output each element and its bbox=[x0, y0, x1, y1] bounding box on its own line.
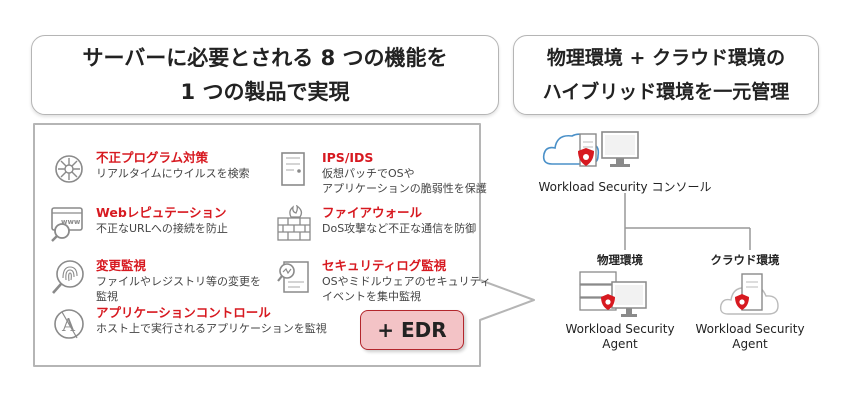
feature-desc: DoS攻撃など不正な通信を防御 bbox=[322, 222, 477, 235]
agent-physical-label: Workload Security Agent bbox=[555, 322, 685, 352]
server-rack-icon bbox=[579, 271, 617, 311]
log-monitor-icon bbox=[277, 261, 309, 293]
feature-title: 変更監視 bbox=[96, 258, 147, 273]
monitor-icon bbox=[611, 281, 647, 317]
headline-left-line1: サーバーに必要とされる 8 つの機能を bbox=[82, 46, 448, 70]
console-label: Workload Security コンソール bbox=[538, 180, 712, 194]
headline-left-box: サーバーに必要とされる 8 つの機能を 1 つの製品で実現 bbox=[31, 35, 499, 115]
console-illustration bbox=[542, 131, 639, 167]
door-icon bbox=[281, 152, 305, 186]
agent-physical-line2: Agent bbox=[602, 337, 638, 351]
headline-left-line2: 1 つの製品で実現 bbox=[180, 80, 350, 104]
headline-right-line1: 物理環境 + クラウド環境の bbox=[546, 47, 786, 69]
env-cloud-label: クラウド環境 bbox=[710, 253, 780, 267]
agent-physical-line1: Workload Security bbox=[565, 322, 675, 336]
shield-icon bbox=[601, 294, 615, 310]
edr-badge: + EDR bbox=[360, 310, 464, 350]
cloud-agent-illustration bbox=[719, 273, 779, 315]
agent-cloud-line2: Agent bbox=[732, 337, 768, 351]
virus-icon bbox=[55, 155, 83, 183]
feature-title: Webレピュテーション bbox=[96, 205, 227, 220]
feature-desc-line2: アプリケーションの脆弱性を保護 bbox=[322, 182, 487, 195]
fingerprint-magnifier-icon bbox=[52, 260, 84, 294]
feature-desc: 仮想パッチでOSや bbox=[322, 167, 415, 180]
web-magnifier-icon: www bbox=[51, 207, 83, 242]
env-physical-label: 物理環境 bbox=[597, 253, 643, 267]
feature-title: ファイアウォール bbox=[322, 205, 423, 220]
feature-desc: リアルタイムにウイルスを検索 bbox=[96, 167, 250, 180]
monitor-icon bbox=[601, 131, 639, 167]
feature-desc: OSやミドルウェアのセキュリティ bbox=[322, 275, 491, 288]
physical-agent-illustration bbox=[579, 271, 647, 317]
feature-desc: ホスト上で実行されるアプリケーションを監視 bbox=[96, 322, 327, 335]
feature-title: 不正プログラム対策 bbox=[96, 150, 209, 165]
app-control-icon: A bbox=[54, 309, 84, 339]
feature-title: IPS/IDS bbox=[322, 150, 374, 165]
feature-desc: ファイルやレジストリ等の変更を bbox=[96, 275, 261, 288]
feature-title: アプリケーションコントロール bbox=[96, 305, 271, 320]
headline-right-line2: ハイブリッド環境を一元管理 bbox=[542, 81, 790, 103]
shield-icon bbox=[578, 148, 594, 166]
shield-icon bbox=[735, 294, 749, 310]
feature-desc: 不正なURLへの接続を防止 bbox=[96, 222, 228, 235]
agent-cloud-line1: Workload Security bbox=[695, 322, 805, 336]
agent-cloud-label: Workload Security Agent bbox=[685, 322, 815, 352]
feature-desc-line2: 監視 bbox=[96, 290, 118, 303]
svg-text:www: www bbox=[61, 218, 81, 226]
firewall-icon bbox=[277, 205, 311, 241]
feature-desc-line2: イベントを集中監視 bbox=[322, 290, 421, 303]
feature-title: セキュリティログ監視 bbox=[322, 258, 447, 273]
headline-right-box: 物理環境 + クラウド環境の ハイブリッド環境を一元管理 bbox=[513, 35, 819, 115]
